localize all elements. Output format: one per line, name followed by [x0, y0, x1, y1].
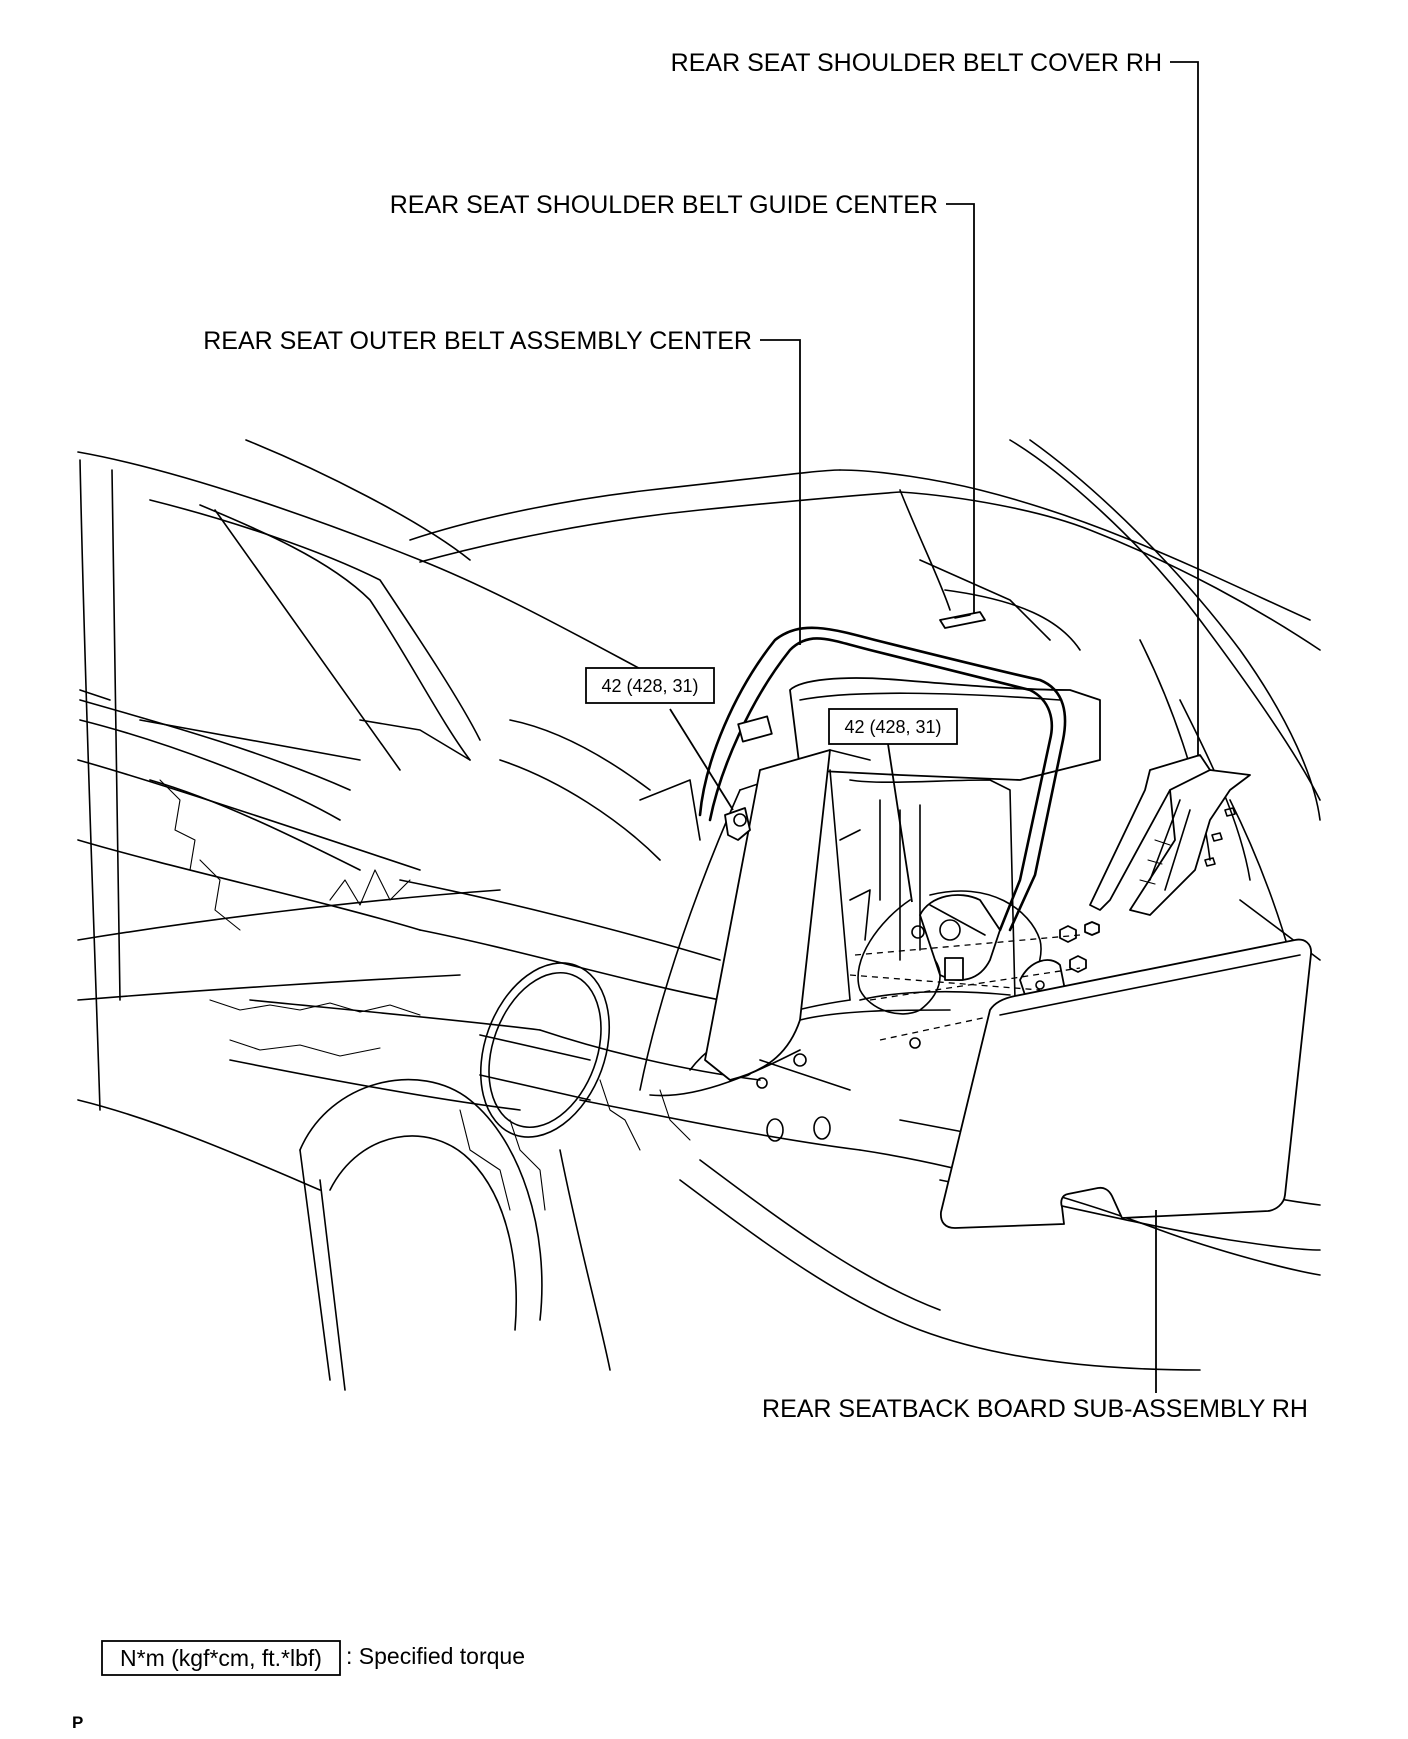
- torque-value-right: 42 (428, 31): [844, 717, 941, 737]
- legend-description: : Specified torque: [346, 1643, 525, 1669]
- torque-value-left: 42 (428, 31): [601, 676, 698, 696]
- legend-unit-box: N*m (kgf*cm, ft.*lbf): [120, 1645, 322, 1671]
- leader-lines: [669, 61, 1199, 1393]
- torque-legend: N*m (kgf*cm, ft.*lbf) : Specified torque: [101, 1640, 525, 1676]
- outer-belt-assembly-drawing: [698, 626, 1100, 1041]
- seatback-board-drawing: [940, 938, 1312, 1229]
- callout-shoulder-belt-guide-center: REAR SEAT SHOULDER BELT GUIDE CENTER: [390, 191, 938, 219]
- shoulder-belt-guide-drawing: [939, 611, 986, 629]
- callout-outer-belt-assembly-center: REAR SEAT OUTER BELT ASSEMBLY CENTER: [203, 327, 752, 355]
- vehicle-body-drawing: [77, 439, 1321, 1391]
- torque-box-right: 42 (428, 31): [828, 708, 958, 745]
- shoulder-belt-cover-drawing: [1089, 754, 1251, 916]
- callout-seatback-board-rh: REAR SEATBACK BOARD SUB-ASSEMBLY RH: [762, 1395, 1308, 1423]
- corner-mark: P: [72, 1713, 83, 1732]
- callout-shoulder-belt-cover-rh: REAR SEAT SHOULDER BELT COVER RH: [671, 49, 1162, 77]
- torque-box-left: 42 (428, 31): [585, 667, 715, 704]
